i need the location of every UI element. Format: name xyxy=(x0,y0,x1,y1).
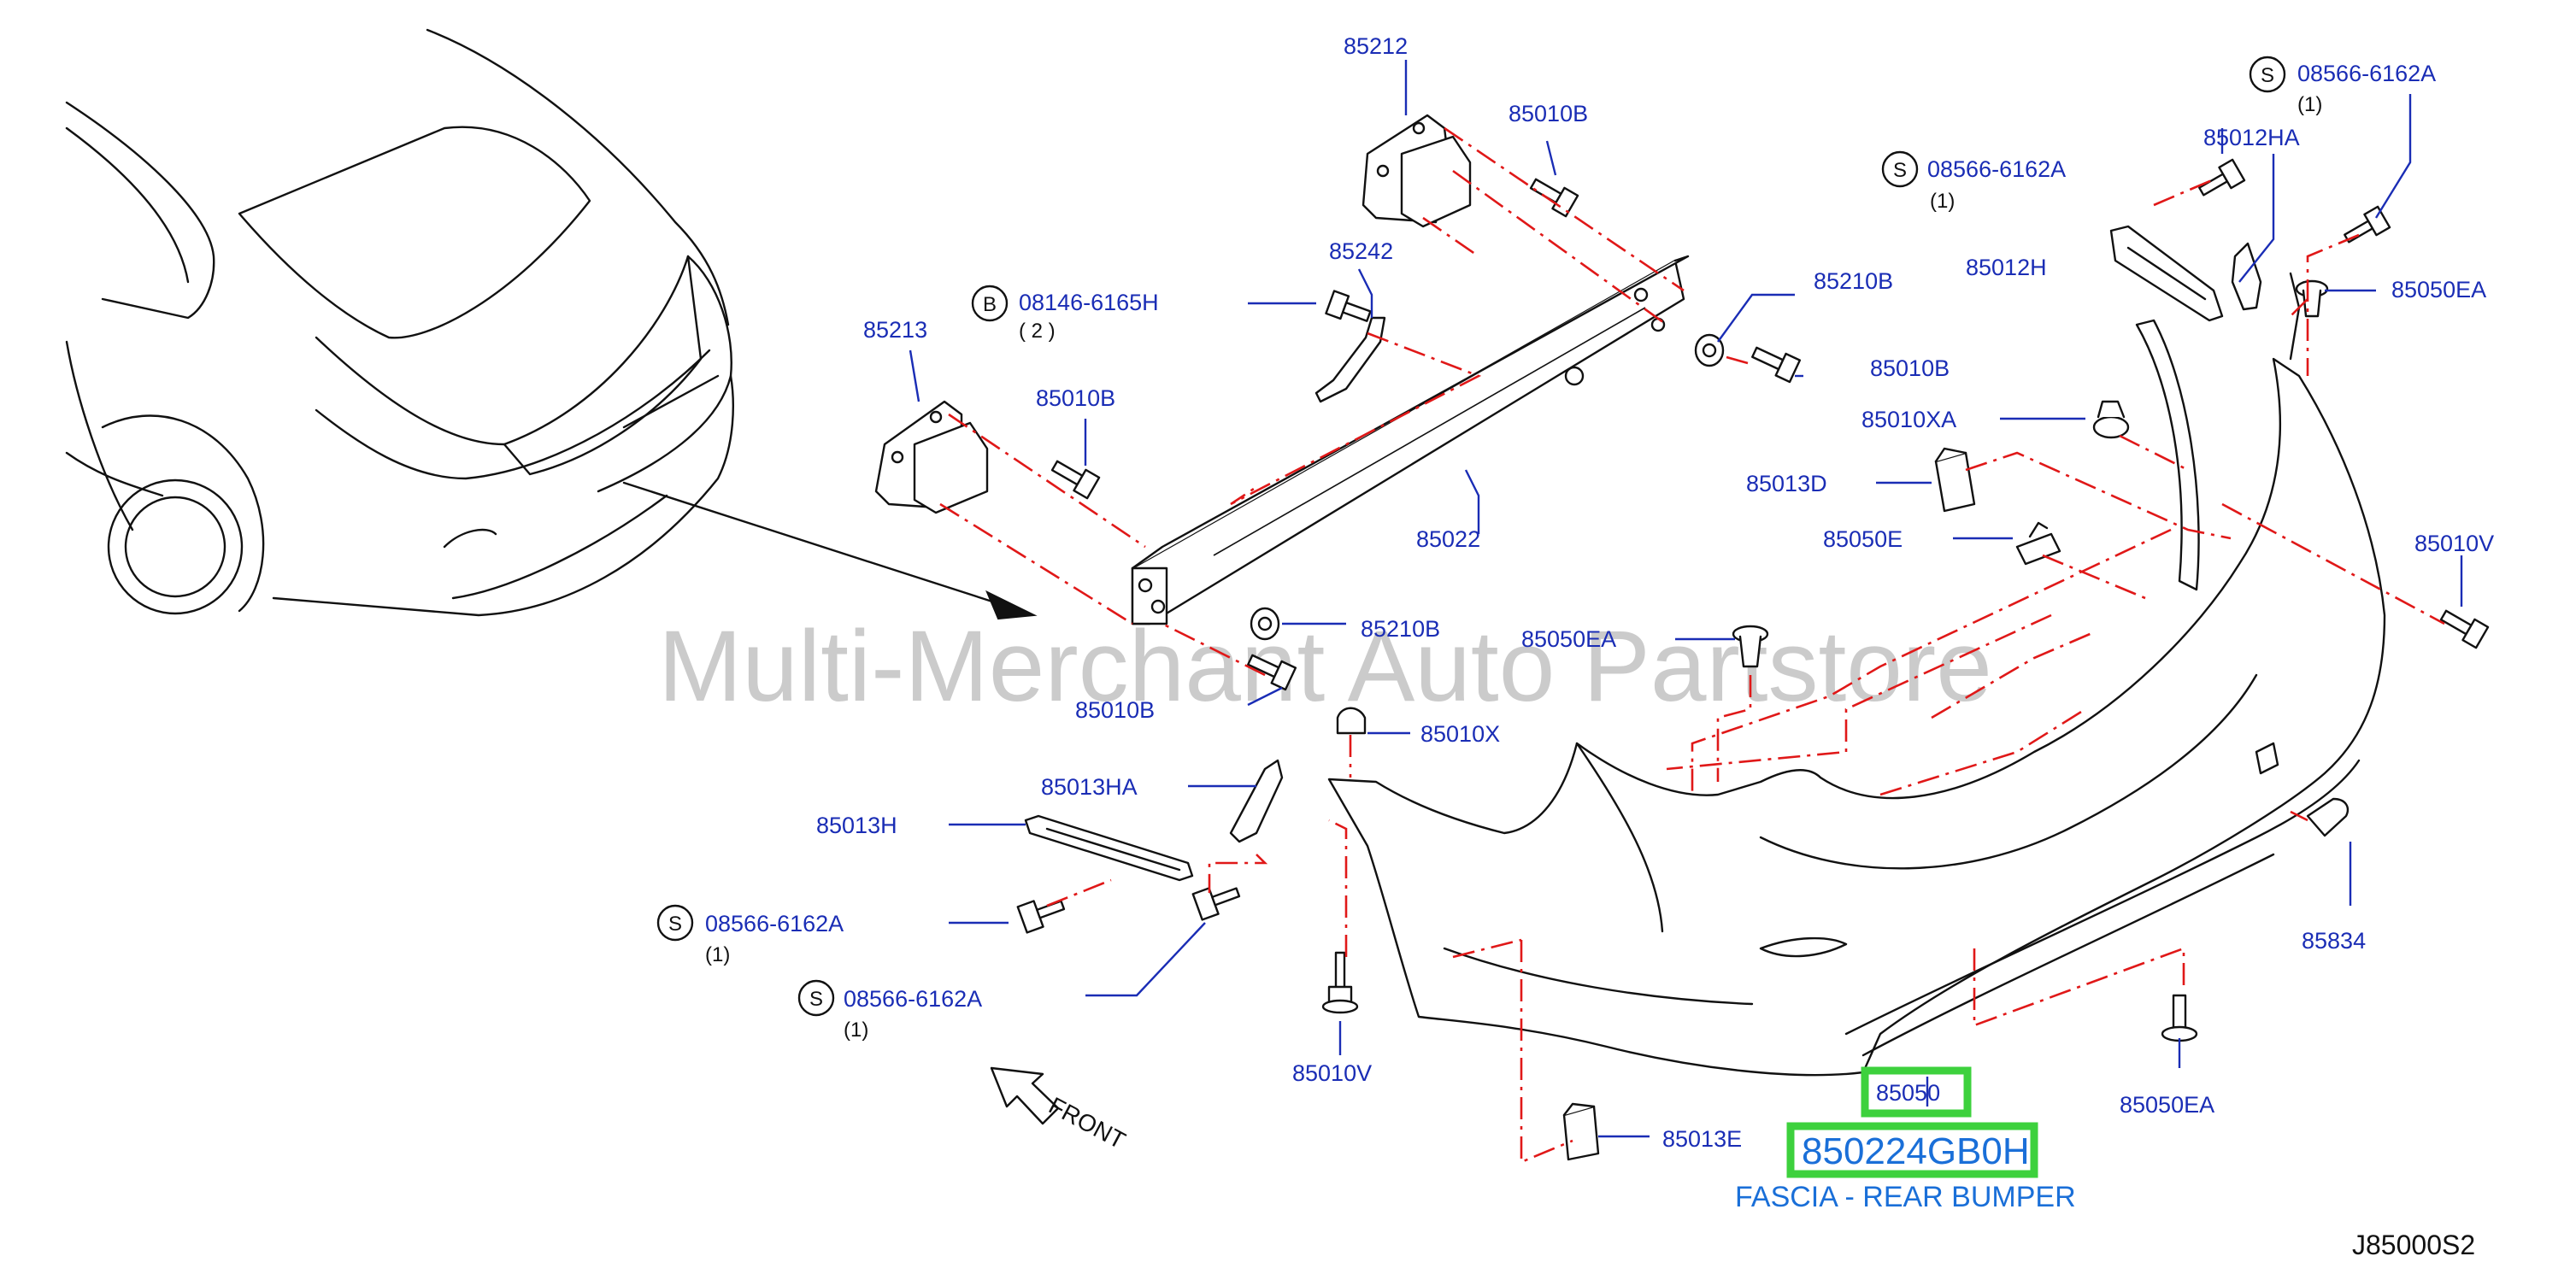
symbol-s-letter: S xyxy=(668,913,682,936)
part-label-85013h: 85013H xyxy=(816,813,897,838)
bolt-icon xyxy=(2439,609,2490,649)
part-label-85010b-top: 85010B xyxy=(1509,101,1588,126)
symbol-s-icon xyxy=(797,979,835,1017)
symbol-b-letter: B xyxy=(983,293,997,316)
part-label-85010x: 85010X xyxy=(1420,721,1500,747)
part-label-85013ha: 85013HA xyxy=(1041,774,1138,800)
part-label-85012h: 85012H xyxy=(1966,255,2047,280)
part-labels: 85212 85010B 85242 08146-6165H ( 2 ) 852… xyxy=(705,33,2494,1152)
part-label-85013d: 85013D xyxy=(1746,471,1827,496)
vehicle-outline xyxy=(65,28,734,617)
bolt-icon xyxy=(1321,951,1359,1014)
highlight-part-number[interactable]: 850224GB0H xyxy=(1802,1130,2030,1172)
bracket-85212 xyxy=(1362,114,1472,228)
bracket-85013HA xyxy=(1229,759,1284,843)
clip-icon xyxy=(2295,279,2329,318)
part-label-85213: 85213 xyxy=(863,317,927,343)
part-label-85050: 85050 xyxy=(1876,1080,1940,1106)
part-label-85050ea-bottom: 85050EA xyxy=(2120,1092,2214,1118)
front-arrow-icon xyxy=(990,1066,1060,1125)
symbol-s-letter: S xyxy=(809,988,823,1011)
clip-icon xyxy=(2015,521,2061,566)
part-label-85050ea-top: 85050EA xyxy=(2391,277,2486,302)
part-label-85210b-right: 85210B xyxy=(1814,268,1893,294)
highlight-box-part-number xyxy=(1786,1122,2038,1178)
part-label-85010b-right: 85010B xyxy=(1870,355,1950,381)
qty-label-s-left2: (1) xyxy=(844,1019,868,1042)
symbol-s-letter: S xyxy=(1893,159,1907,182)
part-label-85834: 85834 xyxy=(2302,928,2366,954)
bolt-icon xyxy=(1751,346,1802,384)
screw-icon xyxy=(1016,900,1066,934)
part-label-85010v-bottom: 85010V xyxy=(1292,1060,1372,1086)
part-label-85012ha: 85012HA xyxy=(2203,125,2300,150)
pad-icon xyxy=(1562,1102,1600,1161)
front-indicator: FRONT xyxy=(990,1066,1130,1154)
spec-symbols: B S S S S xyxy=(656,56,2286,1017)
symbol-s-letter: S xyxy=(2261,64,2274,87)
front-label: FRONT xyxy=(1044,1092,1130,1154)
part-label-85010b-lower: 85010B xyxy=(1075,697,1155,723)
highlighted-part: 85050 850224GB0H FASCIA - REAR BUMPER xyxy=(1735,1066,2076,1213)
part-label-85050e: 85050E xyxy=(1823,526,1903,552)
spec-label-08146: 08146-6165H xyxy=(1019,290,1159,315)
assembly-lines xyxy=(939,126,2445,1164)
reinforcement-bar-85022 xyxy=(1131,255,1690,625)
clip-icon xyxy=(1336,707,1367,735)
part-label-85022: 85022 xyxy=(1416,526,1480,552)
nut-icon xyxy=(1694,333,1725,367)
screw-icon xyxy=(2344,205,2391,244)
part-label-85010xa: 85010XA xyxy=(1861,407,1956,432)
clip-icon xyxy=(2161,994,2198,1042)
nut-icon xyxy=(1250,607,1280,641)
bolt-icon xyxy=(1050,460,1101,500)
part-label-85013e: 85013E xyxy=(1662,1126,1742,1152)
watermark-text: Multi-Merchant Auto Partstore xyxy=(658,610,1992,723)
symbol-s-icon xyxy=(656,904,694,942)
highlight-description: FASCIA - REAR BUMPER xyxy=(1735,1181,2076,1213)
diagram-code: J85000S2 xyxy=(2352,1230,2475,1260)
part-label-85010v-right: 85010V xyxy=(2414,531,2494,556)
qty-label-s-left1: (1) xyxy=(705,943,730,966)
bracket-85013H xyxy=(1024,814,1194,882)
part-label-85210b-lower: 85210B xyxy=(1361,616,1440,642)
bracket-85012H xyxy=(2109,225,2224,322)
symbol-s-icon xyxy=(1881,150,1919,188)
bracket-85213 xyxy=(874,400,989,514)
screw-icon xyxy=(1191,887,1241,921)
qty-label-s-mid: (1) xyxy=(1930,190,1955,213)
part-label-85212: 85212 xyxy=(1344,33,1408,59)
clip-icon xyxy=(2092,400,2130,439)
spec-label-s-top: 08566-6162A xyxy=(2297,61,2436,86)
view-direction-arrow xyxy=(622,481,1038,620)
pad-icon xyxy=(1934,447,1976,513)
part-label-85010b-left: 85010B xyxy=(1036,385,1115,411)
spec-label-s-left2: 08566-6162A xyxy=(844,986,982,1012)
leader-lines xyxy=(909,60,2463,1138)
symbol-s-icon xyxy=(2249,56,2286,93)
spec-label-s-mid: 08566-6162A xyxy=(1927,156,2066,182)
bracket-85242 xyxy=(1314,316,1386,403)
bolt-icon xyxy=(1247,654,1297,691)
symbol-b-icon xyxy=(971,285,1009,322)
bolt-icon xyxy=(1529,178,1579,218)
highlight-box-85050 xyxy=(1861,1066,1972,1118)
part-label-85050ea-mid: 85050EA xyxy=(1521,626,1616,652)
qty-label-s-top: (1) xyxy=(2297,93,2322,116)
fasteners xyxy=(1016,158,2490,1161)
screw-icon xyxy=(2198,158,2246,197)
bolt-icon xyxy=(1325,290,1372,322)
rear-bumper-fascia xyxy=(1327,272,2386,1077)
clip-icon xyxy=(1732,625,1769,668)
qty-label-08146: ( 2 ) xyxy=(1019,320,1056,343)
part-label-85242: 85242 xyxy=(1329,238,1393,264)
bracket-85012HA xyxy=(2231,242,2262,311)
spec-label-s-left1: 08566-6162A xyxy=(705,911,844,936)
lid-icon xyxy=(2306,797,2350,837)
